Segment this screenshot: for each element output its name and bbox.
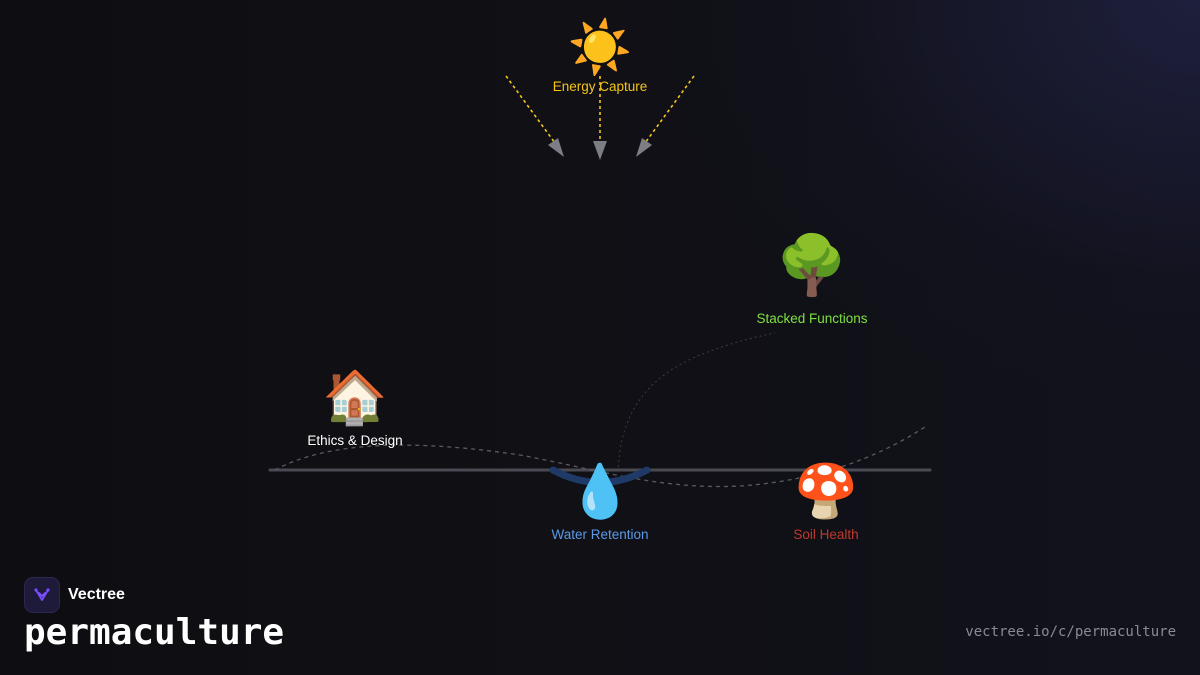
node-stacked-functions: 🌳 Stacked Functions (756, 232, 867, 328)
house-icon: 🏠 (322, 368, 388, 428)
node-label: Water Retention (551, 527, 649, 542)
node-label: Ethics & Design (307, 433, 403, 448)
brand-name: Vectree (68, 586, 125, 603)
brand: Vectree (24, 577, 125, 613)
sun-ray-left (505, 75, 556, 144)
arrowhead-right (636, 138, 652, 157)
node-water-retention: 💧 Water Retention (551, 462, 648, 544)
node-label: Soil Health (793, 527, 859, 542)
mushroom-icon: 🍄 (793, 462, 859, 522)
water-swale (549, 466, 651, 486)
vectree-logo-icon (24, 577, 60, 613)
node-label: Stacked Functions (756, 311, 868, 326)
sun-icon: ☀️ (567, 18, 633, 78)
page-title: permaculture (24, 612, 285, 653)
node-energy-capture: ☀️ Energy Capture (553, 18, 648, 96)
sun-ray-right (644, 75, 695, 144)
flow-path-water-stacked (617, 332, 776, 473)
node-label: Energy Capture (552, 79, 648, 94)
arrowhead-left (548, 138, 564, 157)
node-ethics-design: 🏠 Ethics & Design (307, 368, 402, 450)
page-url[interactable]: vectree.io/c/permaculture (965, 624, 1176, 640)
tree-icon: 🌳 (775, 231, 849, 299)
arrowhead-center (593, 141, 607, 160)
node-soil-health: 🍄 Soil Health (793, 462, 858, 544)
water-drop-icon: 💧 (567, 462, 633, 522)
